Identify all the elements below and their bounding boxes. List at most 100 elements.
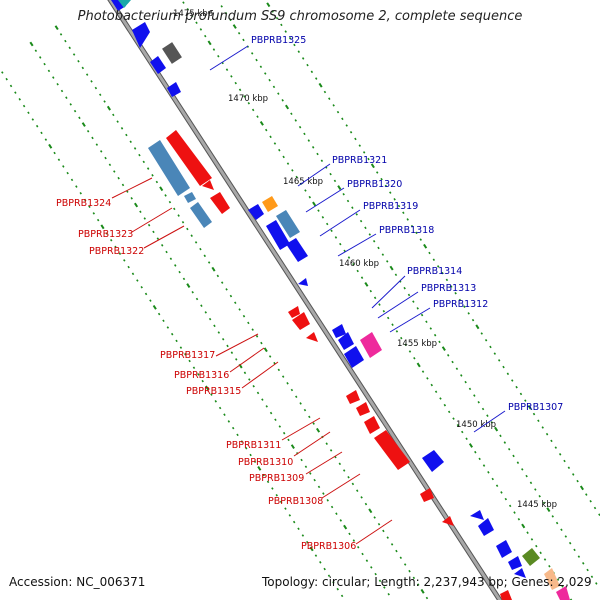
tick-mark	[152, 304, 157, 310]
gene-reverse[interactable]	[306, 332, 318, 342]
tick-mark	[75, 185, 78, 188]
gene-reverse[interactable]	[292, 312, 310, 330]
gene-reverse[interactable]	[288, 306, 300, 318]
tick-mark	[593, 506, 597, 510]
gene-peach-feature[interactable]	[544, 568, 560, 590]
tick-mark	[426, 377, 429, 380]
tick-mark	[589, 500, 592, 503]
gene-label-reverse[interactable]: PBPRB1309	[249, 473, 304, 484]
gene-olive-feature[interactable]	[522, 548, 540, 566]
tick-mark	[218, 406, 222, 410]
gene-label-reverse[interactable]: PBPRB1316	[174, 370, 229, 381]
tick-mark	[174, 264, 177, 267]
gene-reverse[interactable]	[442, 516, 454, 526]
gene-reverse[interactable]	[364, 416, 380, 434]
gene-reverse[interactable]	[420, 488, 434, 502]
tick-mark	[238, 308, 241, 311]
gene-forward[interactable]	[248, 204, 264, 220]
gene-reverse[interactable]	[374, 430, 410, 470]
gene-reverse[interactable]	[500, 590, 512, 600]
gene-forward[interactable]	[266, 220, 290, 250]
gene-label-reverse[interactable]: PBPRB1306	[301, 541, 356, 552]
tick-mark	[341, 117, 344, 121]
tick-mark	[247, 321, 250, 325]
gene-forward[interactable]	[508, 556, 522, 570]
tick-mark	[81, 122, 86, 127]
gene-label-forward[interactable]: PBPRB1325	[251, 35, 306, 46]
tick-mark	[190, 234, 193, 237]
gene-label-forward[interactable]: PBPRB1318	[379, 225, 434, 236]
tick-mark	[9, 84, 13, 88]
tick-mark	[507, 447, 511, 451]
tick-mark	[378, 303, 381, 306]
gene-label-reverse[interactable]: PBPRB1322	[89, 246, 144, 257]
tick-mark	[301, 534, 305, 537]
tick-mark	[297, 527, 300, 531]
tick-mark	[105, 232, 109, 235]
gene-magenta-feature[interactable]	[556, 586, 570, 600]
gene-label-reverse[interactable]: PBPRB1323	[78, 229, 133, 240]
gene-forward[interactable]	[344, 346, 364, 368]
tick-mark	[162, 319, 165, 323]
gene-label-forward[interactable]: PBPRB1321	[332, 155, 387, 166]
tick-mark	[524, 399, 527, 402]
gene-label-reverse[interactable]: PBPRB1311	[226, 440, 281, 451]
tick-mark	[351, 482, 355, 486]
gene-forward[interactable]	[478, 518, 494, 536]
tick-mark	[352, 263, 355, 266]
gene-magenta-feature[interactable]	[360, 332, 382, 358]
tick-mark	[211, 266, 216, 272]
gene-label-reverse[interactable]: PBPRB1315	[186, 386, 241, 397]
gene-reverse[interactable]	[202, 180, 214, 190]
gene-cyan-feature[interactable]	[118, 0, 131, 8]
gene-forward[interactable]	[338, 332, 354, 350]
gene-label-forward[interactable]: PBPRB1319	[363, 201, 418, 212]
gene-reverse[interactable]	[166, 130, 212, 186]
tick-mark	[166, 326, 170, 329]
gene-forward[interactable]	[167, 82, 181, 97]
gene-label-forward[interactable]: PBPRB1313	[421, 283, 476, 294]
tick-mark	[480, 332, 483, 335]
gene-rna-feature[interactable]	[190, 202, 212, 228]
tick-mark	[452, 417, 455, 420]
gene-forward[interactable]	[298, 278, 308, 286]
gene-label-reverse[interactable]: PBPRB1308	[268, 496, 323, 507]
gene-label-reverse[interactable]: PBPRB1324	[56, 198, 111, 209]
gene-rna-feature[interactable]	[184, 192, 196, 203]
gene-forward[interactable]	[150, 56, 166, 74]
gene-forward[interactable]	[422, 450, 444, 472]
gene-forward[interactable]	[286, 238, 308, 262]
gene-reverse[interactable]	[346, 390, 360, 404]
gene-forward[interactable]	[514, 568, 526, 578]
gene-forward[interactable]	[470, 510, 484, 520]
accession-value: NC_006371	[76, 575, 146, 589]
gene-label-forward[interactable]: PBPRB1314	[407, 266, 462, 277]
tick-mark	[269, 135, 272, 139]
gene-forward[interactable]	[332, 324, 346, 338]
gene-orange-feature[interactable]	[262, 196, 278, 212]
gene-label-reverse[interactable]: PBPRB1310	[238, 457, 293, 468]
tick-mark	[255, 335, 259, 338]
gene-rna-feature[interactable]	[148, 140, 190, 196]
tick-mark	[355, 213, 358, 216]
tick-mark	[186, 8, 190, 11]
gene-gray-feature[interactable]	[162, 42, 182, 64]
tick-mark	[372, 239, 376, 243]
gene-reverse[interactable]	[356, 402, 370, 416]
gene-forward[interactable]	[132, 22, 150, 48]
gene-label-forward[interactable]: PBPRB1320	[347, 179, 402, 190]
gene-rna-feature[interactable]	[276, 210, 300, 238]
gene-label-forward[interactable]: PBPRB1307	[508, 402, 563, 413]
kbp-marker-1460: 1460 kbp	[339, 259, 379, 269]
gene-reverse[interactable]	[210, 192, 230, 214]
gene-forward[interactable]	[496, 540, 512, 558]
tick-mark	[558, 453, 562, 456]
gene-label-forward[interactable]: PBPRB1312	[433, 299, 488, 310]
tick-mark	[378, 579, 382, 583]
tick-mark	[252, 384, 255, 388]
gene-label-reverse[interactable]: PBPRB1317	[160, 350, 215, 361]
tick-mark	[534, 488, 537, 491]
tick-mark	[465, 437, 468, 441]
tick-mark	[306, 63, 309, 67]
